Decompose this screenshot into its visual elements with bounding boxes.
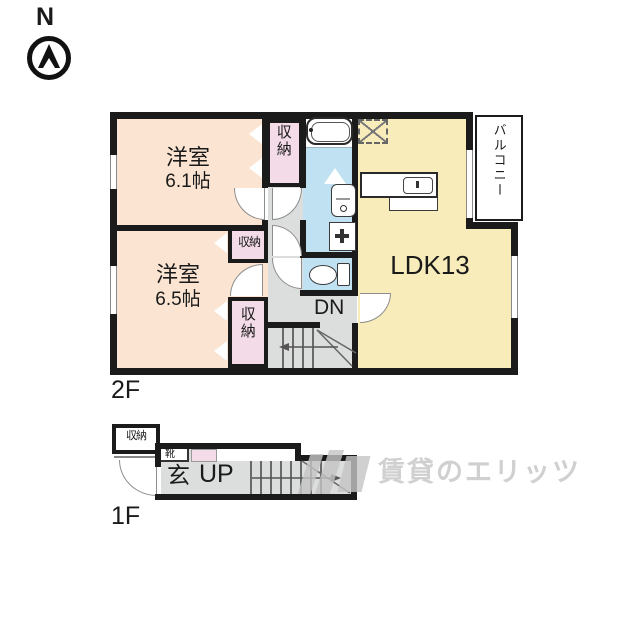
- wall-segment: [268, 322, 320, 328]
- bedroom2-name-label: 洋室: [155, 262, 200, 287]
- bedroom1-name-label: 洋室: [165, 145, 210, 170]
- closet-door-marker: [214, 301, 227, 321]
- stair-tread: [302, 328, 304, 368]
- closet-lower: [228, 297, 268, 368]
- stair-tread: [260, 461, 262, 494]
- stairs-up-label: UP: [199, 460, 234, 488]
- wall-segment: [262, 119, 268, 188]
- window: [511, 256, 518, 318]
- closet-door-marker: [214, 233, 227, 253]
- bedroom1-size-label: 6.1帖: [165, 171, 211, 192]
- washer-space-icon: [358, 119, 388, 144]
- bath-door-marker: [324, 168, 346, 184]
- window: [110, 266, 117, 314]
- room-ldk-extension: [466, 229, 511, 368]
- closet-mid-label: 収納: [237, 235, 261, 249]
- ldk-label: LDK13: [390, 250, 470, 280]
- wall-segment: [155, 494, 357, 500]
- door-arc-hall: [272, 225, 302, 256]
- watermark-text: 賃貸のエリッツ: [378, 457, 581, 487]
- bedroom2-size-label: 6.5帖: [155, 289, 201, 310]
- stair-tread: [290, 461, 292, 494]
- wall-segment: [300, 290, 358, 296]
- balcony-label: バルコニー: [491, 123, 507, 198]
- stair-tread: [280, 461, 282, 494]
- closet-upper-label: 収納: [274, 124, 292, 158]
- watermark-logo: [297, 450, 371, 496]
- toilet-tank-icon: [337, 263, 350, 286]
- closet-pole-line: [114, 456, 158, 458]
- stairs-down-label: DN: [314, 296, 345, 319]
- wall-segment: [300, 220, 306, 258]
- shoe-cabinet-pink: [191, 449, 217, 462]
- floor1-label: 1F: [111, 502, 141, 530]
- balcony: バルコニー: [475, 115, 523, 221]
- wall-segment: [110, 112, 473, 119]
- stair-tread: [292, 328, 294, 368]
- wall-segment: [117, 225, 268, 231]
- kitchen-counter-step: [389, 198, 438, 211]
- room-bedroom-6-5: [117, 231, 228, 368]
- wall-segment: [466, 222, 518, 229]
- wall-segment: [300, 119, 306, 188]
- floor1-closet-label: 収納: [126, 430, 147, 442]
- wall-segment: [300, 252, 358, 258]
- shoe-cabinet: 靴: [161, 449, 189, 462]
- wall-segment: [352, 323, 358, 368]
- room-ldk: [358, 119, 466, 368]
- wall-segment: [155, 443, 301, 449]
- stair-tread: [270, 461, 272, 494]
- floor1-closet: 収納: [112, 424, 160, 454]
- bathtub-icon: [306, 117, 353, 145]
- closet-lower-label: 収納: [238, 306, 256, 340]
- room-bedroom-6-1: [117, 119, 262, 225]
- stair-tread: [250, 461, 252, 494]
- entrance-upper-strip: [216, 449, 295, 461]
- wall-segment: [295, 443, 301, 461]
- closet-door-marker: [249, 124, 262, 144]
- closet-door-marker: [214, 341, 227, 361]
- stair-tread: [282, 328, 284, 368]
- wall-segment: [110, 368, 518, 375]
- window: [110, 155, 117, 189]
- washbasin-icon: [331, 184, 356, 217]
- wall-segment: [155, 443, 161, 467]
- stair-tread: [312, 328, 314, 368]
- shoe-cabinet-label: 靴: [165, 449, 175, 460]
- compass-needle-notch: [43, 58, 55, 68]
- window-balcony: [466, 150, 473, 218]
- wall-segment: [110, 112, 117, 375]
- entrance-label: 玄: [167, 462, 190, 488]
- wall-segment: [262, 220, 268, 231]
- door-arc-ldk: [360, 293, 391, 323]
- closet-door-marker: [249, 158, 262, 178]
- toilet-bowl-icon: [309, 265, 337, 285]
- floor2-label: 2F: [111, 376, 141, 404]
- compass-icon: [27, 36, 71, 80]
- washing-machine-pan-icon: [329, 222, 356, 251]
- kitchen-counter: [360, 172, 438, 198]
- entry-door-arc: [119, 460, 157, 496]
- compass-north-label: N: [36, 3, 55, 31]
